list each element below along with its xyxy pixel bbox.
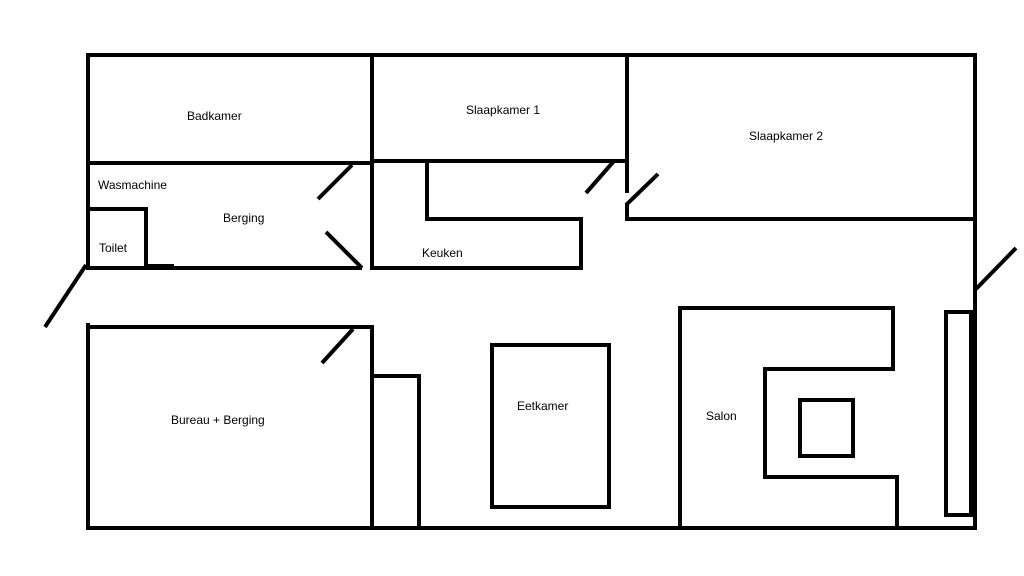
room-labels: Badkamer Slaapkamer 1 Slaapkamer 2 Wasma… <box>98 103 823 427</box>
label-wasmachine: Wasmachine <box>98 178 167 192</box>
label-badkamer: Badkamer <box>187 109 242 123</box>
furniture <box>370 306 973 530</box>
interior-walls <box>86 53 977 530</box>
door-berging-lower <box>324 230 364 270</box>
label-slaapkamer1: Slaapkamer 1 <box>466 103 540 117</box>
doors <box>43 159 1018 365</box>
label-bureau: Bureau + Berging <box>171 413 265 427</box>
label-slaapkamer2: Slaapkamer 2 <box>749 129 823 143</box>
label-toilet: Toilet <box>99 241 128 255</box>
coffee-table <box>798 398 855 458</box>
tv-cabinet <box>944 310 973 517</box>
dining-table <box>490 343 611 509</box>
cabinet-bureau <box>370 374 421 530</box>
sofa <box>678 306 899 530</box>
door-bureau <box>320 327 355 365</box>
door-berging-upper <box>316 163 354 201</box>
label-berging: Berging <box>223 211 264 225</box>
door-balcony <box>974 246 1018 291</box>
door-slaapkamer1 <box>584 159 616 195</box>
label-salon: Salon <box>706 409 737 423</box>
label-keuken: Keuken <box>422 246 463 260</box>
keuken-counter <box>370 161 583 270</box>
door-slaapkamer2 <box>624 172 660 207</box>
door-entrance <box>43 263 88 329</box>
label-eetkamer: Eetkamer <box>517 399 568 413</box>
